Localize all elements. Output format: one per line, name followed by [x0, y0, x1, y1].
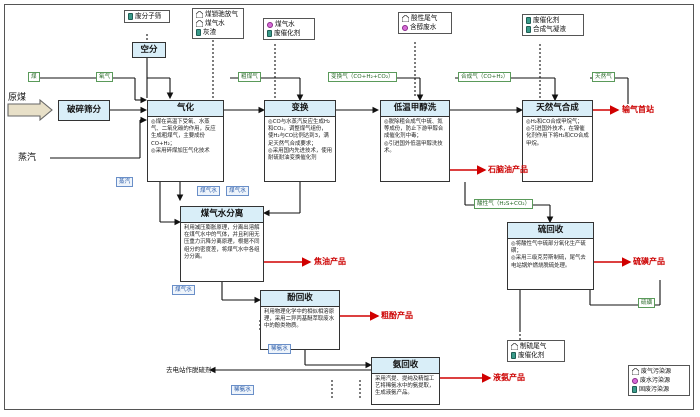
- house-icon: [196, 20, 203, 27]
- house-icon: [632, 368, 639, 375]
- sulfur-liquid-tag: 硫磺: [638, 298, 656, 308]
- shift-box[interactable]: 变换 ◎CO与水蒸汽反应生成H₂和CO₂，调整煤气组份，使H₂与CO比例达到3，…: [264, 100, 336, 182]
- legend: 废气污染源 废水污染源 固废污染源: [628, 365, 690, 396]
- ammonia-recovery-desc: 采用汽提、提纯及精馏工艺将稀氨水中的氨提取，生成液氨产品。: [375, 376, 435, 397]
- pollutant-rectisol: 酸性尾气 含醇废水: [398, 12, 452, 34]
- pollutant-gasifier: 煤锁驰放气 煤气水 灰渣: [192, 8, 244, 39]
- crushing-box[interactable]: 破碎筛分: [58, 100, 110, 121]
- barrel-icon: [128, 13, 133, 20]
- gas-water-tag-2: 煤气水: [226, 186, 249, 196]
- circle-icon: [632, 377, 638, 384]
- ammonia-recovery-box[interactable]: 氨回收 采用汽提、提纯及精馏工艺将稀氨水中的氨提取，生成液氨产品。: [371, 357, 440, 405]
- barrel-icon: [632, 386, 637, 393]
- gas-water-sep-title: 煤气水分离: [181, 207, 263, 223]
- diagram-frame: [4, 4, 694, 410]
- methanation-desc: ◎H₂和CO合成甲烷气； ◎引进国外技术，在镍催化剂作用下将H₂和CO合成甲烷。: [526, 119, 589, 147]
- natural-gas-tag: 天然气: [592, 72, 615, 82]
- phenol-recovery-desc: 利用物理化学中的相似相溶原理，采用二异丙基醚萃取废水中的酚类物质。: [264, 309, 335, 330]
- rectisol-desc: ◎脱除粗合成气中硫、氮等成份，防止下游甲醇合成催化剂中毒； ◎引进国外低温甲醇洗…: [384, 119, 444, 154]
- circle-icon: [267, 21, 273, 28]
- pollutant-air-sep: 废分子筛: [124, 10, 170, 23]
- shift-title: 变换: [265, 101, 335, 117]
- gasification-desc: ◎煤在高温下受氧、水蒸气、二氧化碳的作用，反应生成粗煤气，主要成份CO+H₂； …: [151, 119, 216, 154]
- steam-label: 蒸汽: [18, 153, 37, 163]
- power-plant-label: 去电站作脱硫剂: [166, 366, 212, 374]
- shifted-gas-tag: 变换气（CO+H₂+CO₂）: [328, 72, 397, 82]
- barrel-icon: [267, 30, 272, 37]
- raw-coal-label: 原煤: [8, 93, 27, 103]
- phenol-recovery-title: 酚回收: [261, 291, 339, 307]
- steam-in-tag: 蒸汽: [116, 177, 134, 187]
- air-separation-box[interactable]: 空分: [132, 42, 166, 58]
- rectisol-title: 低温甲醇洗: [381, 101, 449, 117]
- circle-icon: [402, 24, 408, 31]
- pollutant-shift: 煤气水 废催化剂: [263, 18, 315, 40]
- gas-water-tag-1: 煤气水: [197, 186, 220, 196]
- product-naphtha: 石脑油产品: [488, 165, 528, 174]
- product-tar: 焦油产品: [314, 257, 346, 266]
- gas-water-tag-3: 煤气水: [172, 285, 195, 295]
- ammonia-recovery-title: 氨回收: [372, 358, 439, 374]
- gasification-title: 气化: [148, 101, 223, 117]
- sulfur-recovery-title: 硫回收: [508, 223, 593, 239]
- dilute-ammonia-tag-1: 稀氨水: [268, 344, 291, 354]
- phenol-recovery-box[interactable]: 酚回收 利用物理化学中的相似相溶原理，采用二异丙基醚萃取废水中的酚类物质。: [260, 290, 340, 350]
- product-sng: 输气首站: [622, 105, 654, 114]
- acid-gas-tag: 酸性气（H₂S+CO₂）: [474, 199, 534, 209]
- methanation-box[interactable]: 天然气合成 ◎H₂和CO合成甲烷气； ◎引进国外技术，在镍催化剂作用下将H₂和C…: [522, 100, 593, 182]
- barrel-icon: [526, 26, 531, 33]
- sulfur-recovery-desc: ◎将酸性气中硫部分氧化生产硫磺； ◎采用三级克劳斯制硫，尾气去电站锅炉燃烧脱硫处…: [511, 241, 586, 269]
- rectisol-box[interactable]: 低温甲醇洗 ◎脱除粗合成气中硫、氮等成份，防止下游甲醇合成催化剂中毒； ◎引进国…: [380, 100, 450, 182]
- house-icon: [196, 11, 203, 18]
- methanation-title: 天然气合成: [523, 101, 592, 117]
- oxygen-tag: 氧气: [96, 72, 114, 82]
- pollutant-methanation: 废催化剂 合成气凝液: [522, 14, 584, 36]
- syngas-tag: 合成气（CO+H₂）: [458, 72, 512, 82]
- product-phenol: 粗酚产品: [381, 311, 413, 320]
- product-sulfur: 硫磺产品: [633, 257, 665, 266]
- coal-tag: 煤: [28, 72, 40, 82]
- barrel-icon: [196, 29, 201, 36]
- pollutant-sulfur: 制硫尾气 废催化剂: [507, 340, 565, 362]
- shift-desc: ◎CO与水蒸汽反应生成H₂和CO₂，调整煤气组份，使H₂与CO比例达到3，满足天…: [268, 119, 333, 162]
- barrel-icon: [526, 17, 531, 24]
- crude-gas-tag: 粗煤气: [238, 72, 261, 82]
- gas-water-sep-desc: 利用减压膨胀原理，分离出溶解在煤气水中的气体，并且利用无压重力沉降分离原理，根据…: [184, 225, 260, 260]
- sulfur-recovery-box[interactable]: 硫回收 ◎将酸性气中硫部分氧化生产硫磺； ◎采用三级克劳斯制硫，尾气去电站锅炉燃…: [507, 222, 594, 290]
- product-ammonia: 液氨产品: [493, 373, 525, 382]
- barrel-icon: [511, 352, 516, 359]
- house-icon: [402, 15, 409, 22]
- dilute-ammonia-tag-2: 稀氨水: [231, 385, 254, 395]
- gas-water-sep-box[interactable]: 煤气水分离 利用减压膨胀原理，分离出溶解在煤气水中的气体，并且利用无压重力沉降分…: [180, 206, 264, 282]
- raw-coal-arrow: [7, 98, 53, 122]
- house-icon: [511, 343, 518, 350]
- gasification-box[interactable]: 气化 ◎煤在高温下受氧、水蒸气、二氧化碳的作用，反应生成粗煤气，主要成份CO+H…: [147, 100, 224, 182]
